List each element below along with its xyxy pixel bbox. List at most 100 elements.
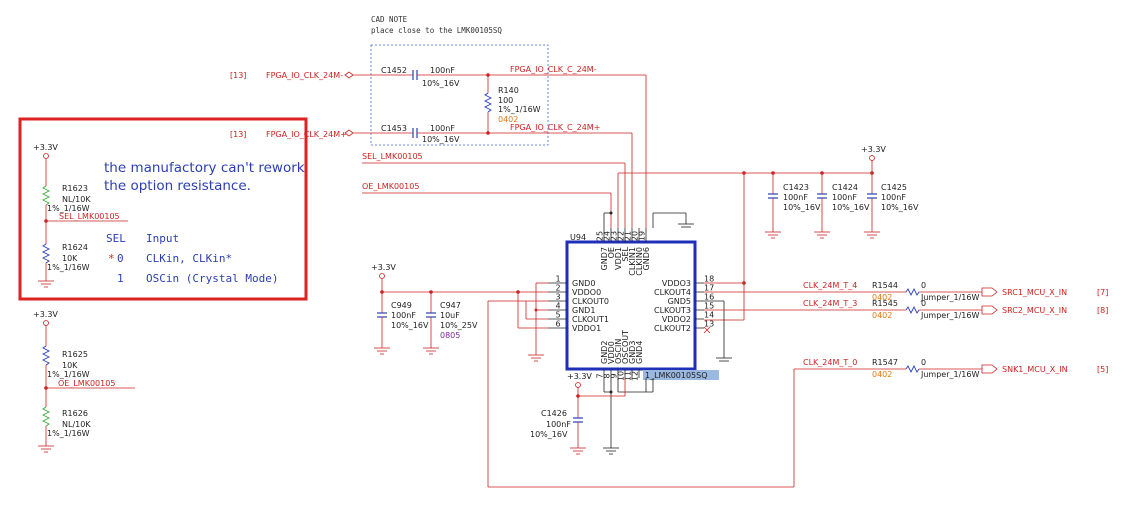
ref-13a: [13] <box>230 71 246 80</box>
ic-pin-name: OE <box>607 247 616 258</box>
ic-pin-name: SEL <box>621 246 630 261</box>
r140-rating: 1%_1/16W <box>498 105 541 114</box>
net-oe-left: OE_LMK00105 <box>58 379 115 388</box>
r1623-ref: R1623 <box>62 184 88 193</box>
resistor-icon <box>905 305 920 315</box>
ic-pin-name: CLKOUT0 <box>572 297 609 306</box>
cad-note-text: place close to the LMK00105SQ <box>371 26 502 35</box>
ic-pin-name: OSCOUT <box>621 330 630 364</box>
r1547-type: Jumper_1/16W <box>920 370 979 379</box>
net-fpga-clk-c-p: FPGA_IO_CLK_C_24M+ <box>510 123 600 132</box>
ic-pin-name: CLKOUT1 <box>572 315 609 324</box>
ic-pin-name: VDDO2 <box>662 315 691 324</box>
r1544-val: 0 <box>921 281 926 290</box>
c1426-ref: C1426 <box>541 409 567 418</box>
r1547-val: 0 <box>921 358 926 367</box>
power-icon <box>43 320 49 326</box>
no-connect-icon <box>703 326 711 334</box>
net-clk-t4: CLK_24M_T_4 <box>803 281 857 290</box>
ic-pin-name: GND6 <box>642 247 651 270</box>
cad-note-title: CAD NOTE <box>371 15 408 24</box>
power-icon <box>379 273 385 279</box>
ic-pin-number: 22 <box>617 231 626 241</box>
c1423-rating: 10%_16V <box>783 203 821 212</box>
ic-pin-number: 8 <box>603 373 612 378</box>
row1-input: OSCin (Crystal Mode) <box>146 272 278 285</box>
ic-pin-name: GND2 <box>600 341 609 364</box>
ic-pin-name: CLKOUT3 <box>654 306 691 315</box>
r140-pkg: 0402 <box>498 115 518 124</box>
default-marker: * <box>108 252 115 265</box>
c1424-ref: C1424 <box>832 183 858 192</box>
ic-pin-number: 23 <box>610 231 619 241</box>
c947-val: 10uF <box>440 311 460 320</box>
net-src1: SRC1_MCU_X_IN <box>1002 288 1067 297</box>
ic-pin-name: VDDO3 <box>662 279 691 288</box>
ic-pin-number: 2 <box>555 284 560 293</box>
note-line-2: the option resistance. <box>104 178 251 194</box>
ic-ref: U94 <box>570 233 586 242</box>
net-clk-t0: CLK_24M_T_0 <box>803 358 857 367</box>
r1547-pkg: 0402 <box>872 370 892 379</box>
r1626-rating: 1%_1/16W <box>47 429 90 438</box>
ic-pin-name: VDDO0 <box>572 288 601 297</box>
vcc-label-right: +3.3V <box>861 145 886 154</box>
c949-ref: C949 <box>391 301 412 310</box>
ref-13b: [13] <box>230 130 246 139</box>
net-oe: OE_LMK00105 <box>362 182 419 191</box>
ic-pin-name: CLKIN0 <box>635 247 644 276</box>
ic-pin-number: 25 <box>596 231 605 241</box>
c947-rating: 10%_25V <box>440 321 478 330</box>
row1-sel: 1 <box>117 272 124 285</box>
resistor-icon <box>41 243 51 264</box>
port-icon <box>344 71 354 79</box>
net-sel-left: SEL_LMK00105 <box>59 212 120 221</box>
vcc-label-left: +3.3V <box>371 263 396 272</box>
annotation-box <box>18 117 308 301</box>
power-icon <box>869 155 875 161</box>
c947-pkg: 0805 <box>440 331 460 340</box>
power-icon <box>43 153 49 159</box>
ic-pin-number: 7 <box>596 373 605 378</box>
ic-pin-name: GND3 <box>628 341 637 364</box>
ic-pin-number: 21 <box>624 231 633 241</box>
resistor-icon <box>483 92 493 113</box>
ic-pin-number: 13 <box>704 320 714 329</box>
ic-body <box>565 240 697 371</box>
ic-pin-number: 17 <box>704 284 714 293</box>
ic-pin-number: 4 <box>555 302 560 311</box>
r1624-val: 10K <box>62 254 78 263</box>
c1452-rating: 10%_16V <box>422 79 460 88</box>
c1453-ref: C1453 <box>381 124 407 133</box>
ic-pin-name: VDDO1 <box>572 324 601 333</box>
r1623-rating: 1%_1/16W <box>47 204 90 213</box>
c1424-rating: 10%_16V <box>832 203 870 212</box>
r1545-type: Jumper_1/16W <box>920 311 979 320</box>
vcc-label-oe: +3.3V <box>33 310 58 319</box>
r1544-type: Jumper_1/16W <box>920 293 979 302</box>
port-icon <box>981 305 998 315</box>
r1625-rating: 1%_1/16W <box>47 370 90 379</box>
port-icon <box>981 364 998 374</box>
c949-val: 100nF <box>391 311 416 320</box>
cad-note-region <box>370 44 549 146</box>
c1425-rating: 10%_16V <box>881 203 919 212</box>
r1626-ref: R1626 <box>62 409 88 418</box>
c947-ref: C947 <box>440 301 461 310</box>
c1424 <box>814 173 830 239</box>
ic-pin-number: 11 <box>624 371 633 381</box>
net-fpga-clk-c-n: FPGA_IO_CLK_C_24M- <box>510 65 597 74</box>
note-line-1: the manufactory can't rework <box>104 160 305 176</box>
ic-pin-number: 10 <box>617 371 626 381</box>
ic-pin-number: 5 <box>555 311 560 320</box>
r1545-pkg: 0402 <box>872 311 892 320</box>
ic-pin-number: 16 <box>704 293 714 302</box>
ref-8: [8] <box>1097 306 1108 315</box>
power-icon <box>575 382 581 388</box>
r1625-ref: R1625 <box>62 350 88 359</box>
ic-pin-name: GND1 <box>572 306 595 315</box>
ic-pin-number: 19 <box>638 231 647 241</box>
r1547-ref: R1547 <box>872 358 898 367</box>
